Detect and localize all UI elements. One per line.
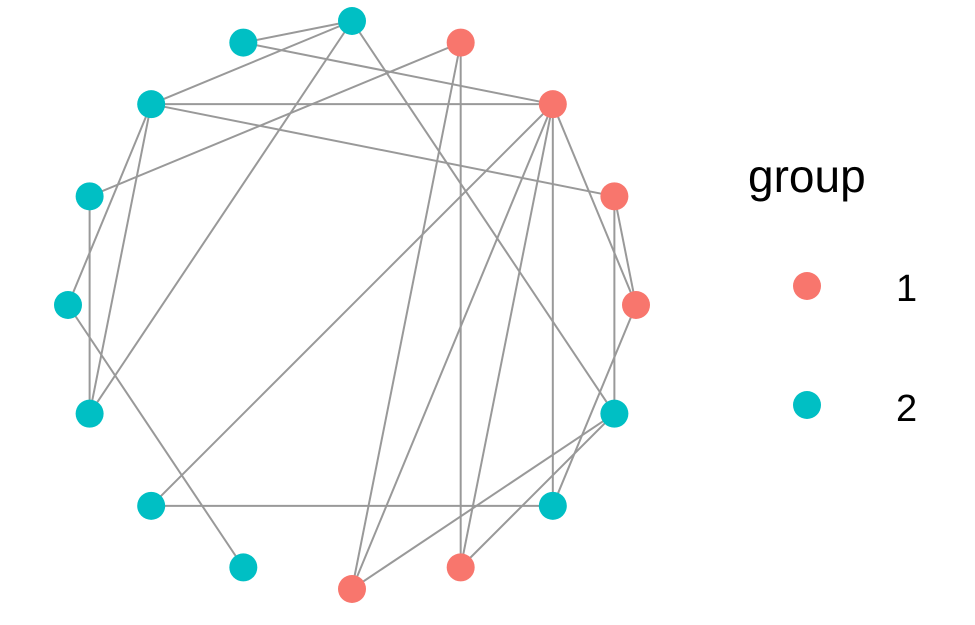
- edge: [351, 103, 554, 590]
- legend-entry-2: 2: [793, 388, 917, 430]
- edge: [351, 20, 616, 415]
- legend-key-2: [793, 391, 821, 419]
- edge: [89, 41, 462, 198]
- node-group-1: [446, 28, 475, 57]
- node-group-2: [54, 291, 82, 319]
- edge: [351, 42, 462, 590]
- edge: [150, 103, 615, 198]
- edge: [150, 20, 353, 106]
- node-group-1: [538, 90, 567, 119]
- legend-title: group: [748, 150, 866, 202]
- edge: [613, 196, 637, 306]
- node-group-1: [338, 575, 366, 603]
- legend-label-1: 1: [896, 268, 917, 310]
- edge: [88, 20, 353, 415]
- node-group-2: [75, 399, 104, 428]
- node-group-2: [75, 182, 104, 211]
- edge: [150, 103, 554, 507]
- legend-entry-1: 1: [793, 268, 917, 310]
- edge: [551, 304, 637, 507]
- legend: group 1 2: [748, 150, 917, 430]
- node-group-1: [622, 291, 650, 319]
- node-group-1: [600, 182, 629, 211]
- node-group-2: [137, 90, 166, 119]
- node-group-1: [446, 553, 475, 582]
- node-group-2: [600, 399, 629, 428]
- edge: [459, 412, 616, 569]
- legend-key-1: [793, 272, 821, 300]
- legend-label-2: 2: [896, 388, 917, 430]
- node-group-2: [229, 28, 258, 57]
- node-group-2: [338, 7, 366, 35]
- edge: [459, 103, 554, 568]
- edge: [67, 103, 153, 306]
- edges-layer: [67, 20, 637, 590]
- node-group-2: [538, 491, 567, 520]
- edge: [67, 304, 245, 568]
- node-group-2: [229, 553, 258, 582]
- edge: [351, 412, 615, 590]
- edge: [88, 103, 153, 414]
- edge: [551, 103, 637, 306]
- node-group-2: [137, 491, 166, 520]
- edge: [243, 20, 353, 44]
- edge: [243, 41, 554, 106]
- nodes-layer: [54, 7, 650, 603]
